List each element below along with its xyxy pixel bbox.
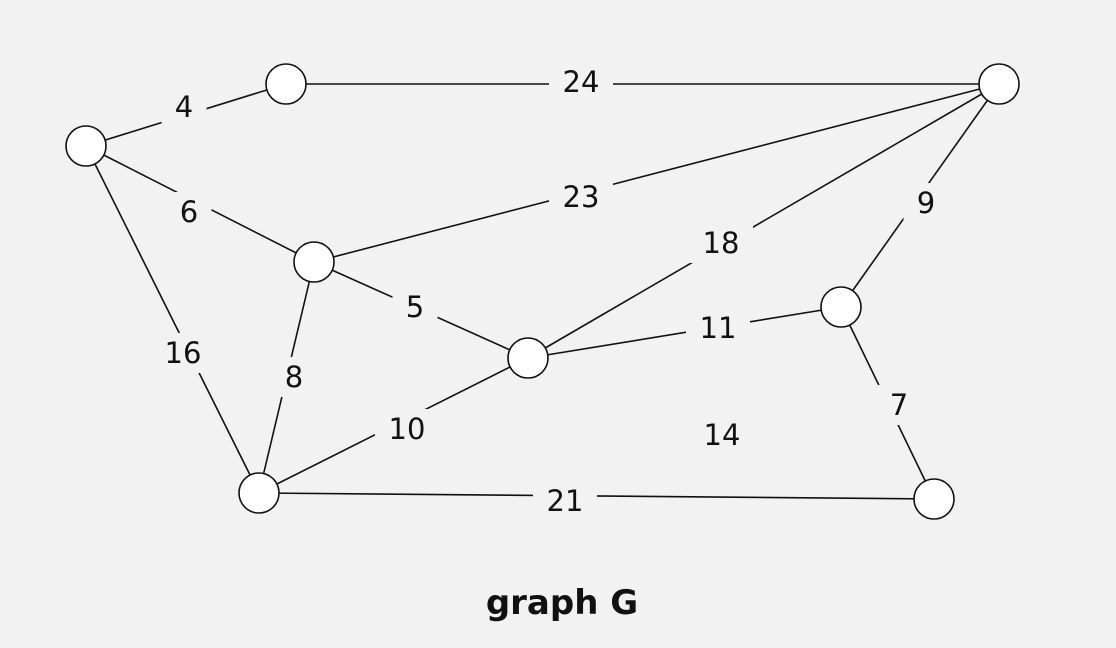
edge-n4-n3 xyxy=(313,83,1000,263)
edge-weight-label: 8 xyxy=(285,360,303,394)
edge-label-gap xyxy=(375,409,439,449)
edge-label-gap xyxy=(876,385,922,425)
edge-weight-label: 24 xyxy=(563,65,600,99)
edge-weight-label: 18 xyxy=(703,226,740,260)
graph-node-n5 xyxy=(507,337,549,379)
nodes-layer xyxy=(65,63,1020,520)
edge-weight-label: 6 xyxy=(180,195,198,229)
edge-weight-label: 7 xyxy=(890,388,908,422)
floating-weight-label: 14 xyxy=(704,418,741,452)
edge-weight-label: 21 xyxy=(547,484,584,518)
edge-label-gap xyxy=(151,333,215,373)
edge-label-gap xyxy=(161,87,207,127)
edge-labels-layer: 4 24 6 23 18 9 5 11 16 8 10 7 21 xyxy=(151,62,949,521)
graph-node-n3 xyxy=(978,63,1020,105)
edge-label-gap xyxy=(533,481,597,521)
edge-label-gap xyxy=(549,62,613,102)
edge-n5-n3 xyxy=(527,83,1000,359)
edge-weight-label: 4 xyxy=(175,90,193,124)
edge-weight-label: 16 xyxy=(165,336,202,370)
free-labels-layer: 14 xyxy=(704,418,741,452)
edge-weight-label: 23 xyxy=(563,180,600,214)
edge-label-gap xyxy=(166,192,212,232)
edge-label-gap xyxy=(686,308,750,348)
edge-n1-n7 xyxy=(85,145,260,494)
edge-weight-label: 9 xyxy=(917,186,935,220)
graph-node-n1 xyxy=(65,125,107,167)
graph-node-n8 xyxy=(913,478,955,520)
edges-layer xyxy=(85,83,1000,500)
edge-weight-label: 11 xyxy=(700,311,737,345)
graph-node-n2 xyxy=(265,63,307,105)
edge-label-gap xyxy=(392,287,438,327)
edge-weight-label: 5 xyxy=(406,290,424,324)
edge-label-gap xyxy=(903,183,949,223)
graph-node-n6 xyxy=(820,286,862,328)
graph-node-n4 xyxy=(293,241,335,283)
edge-label-gap xyxy=(689,223,753,263)
graph-caption: graph G xyxy=(486,583,638,623)
edge-weight-label: 10 xyxy=(389,412,426,446)
edge-label-gap xyxy=(549,177,613,217)
edge-n5-n6 xyxy=(527,306,842,359)
graph-node-n7 xyxy=(238,472,280,514)
edge-label-gap xyxy=(271,357,317,397)
